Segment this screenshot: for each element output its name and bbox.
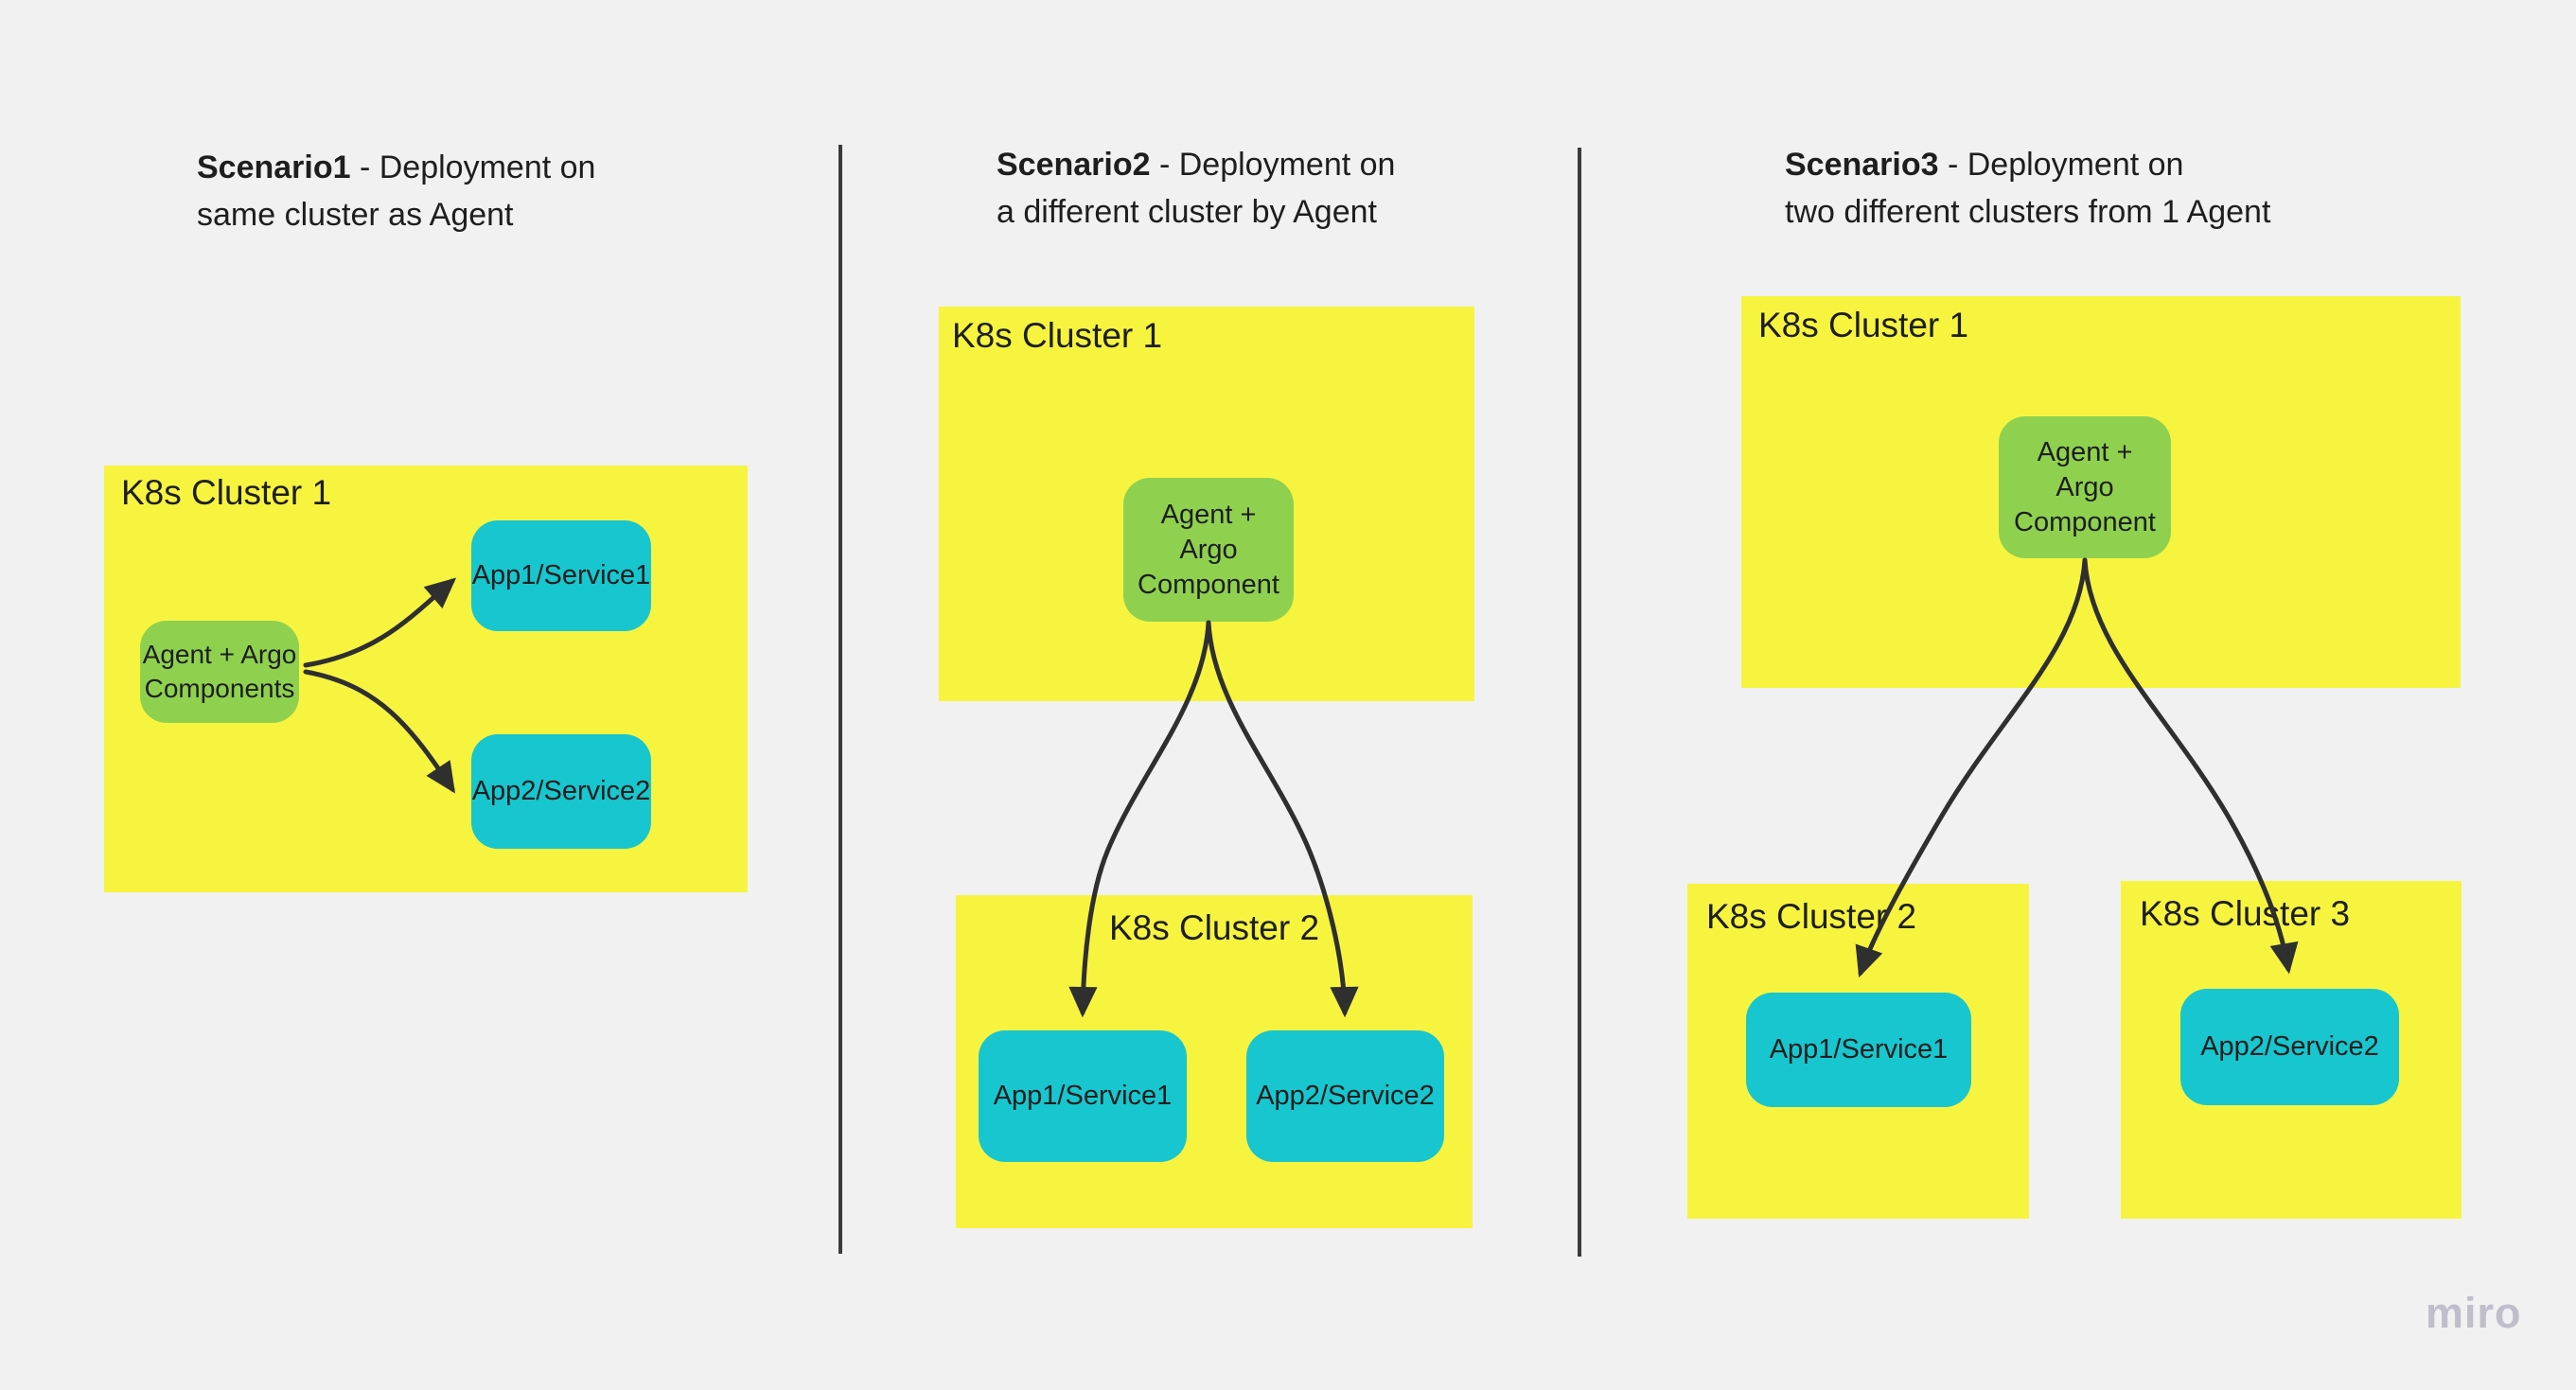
s2-app1-node: App1/Service1	[979, 1030, 1187, 1162]
s1-app1-node: App1/Service1	[471, 520, 651, 631]
scenario3-heading: Scenario3 - Deployment on two different …	[1785, 141, 2270, 236]
s2-app2-node: App2/Service2	[1246, 1030, 1444, 1162]
s3-cluster2-label: K8s Cluster 2	[1706, 897, 1917, 936]
column-divider-2	[1578, 148, 1581, 1257]
s3-cluster2-box: K8s Cluster 2 App1/Service1	[1687, 884, 2029, 1219]
s3-cluster3-label: K8s Cluster 3	[2140, 894, 2351, 933]
s1-cluster1-box: K8s Cluster 1 Agent + Argo Components Ap…	[104, 466, 748, 892]
scenario1-heading-bold: Scenario1	[197, 150, 351, 185]
s3-cluster1-label: K8s Cluster 1	[1758, 306, 1969, 344]
scenario2-heading-rest: - Deployment on a different cluster by A…	[997, 147, 1396, 230]
scenario1-heading: Scenario1 - Deployment on same cluster a…	[197, 144, 595, 238]
s3-app1-node: App1/Service1	[1746, 993, 1971, 1107]
s3-cluster3-box: K8s Cluster 3 App2/Service2	[2121, 881, 2461, 1219]
s2-cluster1-label: K8s Cluster 1	[952, 316, 1163, 355]
scenario2-heading: Scenario2 - Deployment on a different cl…	[997, 141, 1395, 236]
scenario3-heading-rest: - Deployment on two different clusters f…	[1785, 147, 2271, 230]
s1-agent-node: Agent + Argo Components	[140, 621, 299, 723]
s2-cluster2-label: K8s Cluster 2	[1108, 908, 1320, 947]
s2-agent-node: Agent + Argo Component	[1123, 478, 1294, 622]
s2-cluster2-box: K8s Cluster 2 App1/Service1 App2/Service…	[956, 895, 1473, 1228]
miro-watermark: miro	[2426, 1289, 2522, 1337]
column-divider-1	[838, 145, 842, 1254]
s3-app2-node: App2/Service2	[2180, 989, 2399, 1105]
s1-app2-node: App2/Service2	[471, 734, 651, 849]
s2-cluster1-box: K8s Cluster 1 Agent + Argo Component	[939, 307, 1474, 701]
scenario1-heading-rest: - Deployment on same cluster as Agent	[197, 150, 596, 233]
s1-cluster1-label: K8s Cluster 1	[121, 473, 332, 512]
scenario3-heading-bold: Scenario3	[1785, 147, 1939, 183]
s3-agent-node: Agent + Argo Component	[1999, 416, 2171, 558]
s3-cluster1-box: K8s Cluster 1 Agent + Argo Component	[1741, 296, 2461, 688]
scenario2-heading-bold: Scenario2	[997, 147, 1151, 183]
